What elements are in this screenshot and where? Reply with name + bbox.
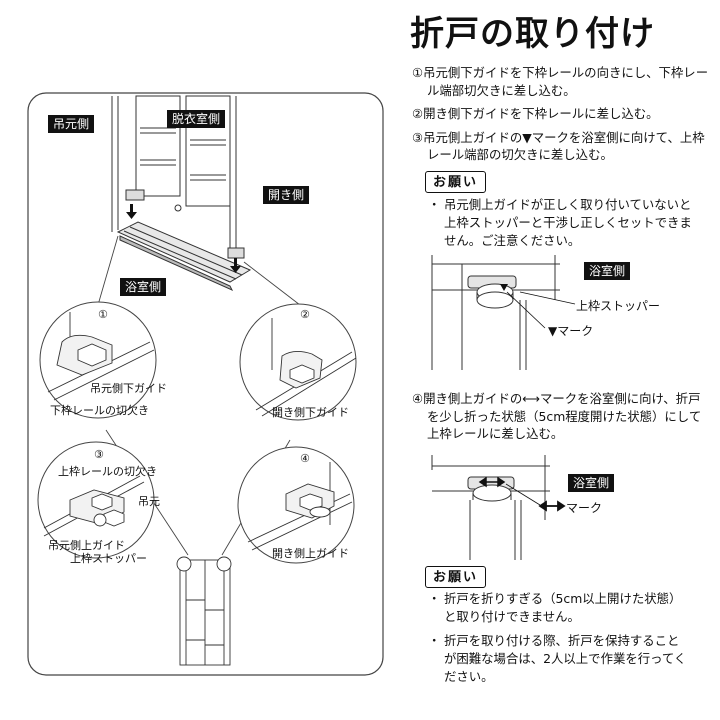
step-4: ④開き側上ガイドの⟷マークを浴室側に向け、折戸を少し折った状態（5cm程度開けた…	[412, 391, 702, 441]
c1-guide-label: 吊元側下ガイド	[90, 382, 167, 395]
c4-guide-label: 開き側上ガイド	[272, 547, 349, 560]
detail-2-side-label: 浴室側	[568, 474, 615, 492]
notice-1-bullet: 吊元側上ガイドが正しく取り付いていないと上枠ストッパーと干渉し正しくセットできま…	[428, 196, 700, 250]
circle-4-number: ④	[300, 452, 310, 465]
step-list: ①吊元側下ガイドを下枠レールの向きにし、下枠レール端部切欠きに差し込む。 ②開き…	[412, 64, 712, 170]
page-title: 折戸の取り付け	[410, 14, 655, 54]
notice-label-2: お願い	[425, 566, 487, 588]
label-hiraki-side: 開き側	[263, 186, 310, 204]
label-yokushitsu-side: 浴室側	[120, 278, 167, 296]
notice-label: お願い	[425, 171, 487, 193]
step-list-2: ④開き側上ガイドの⟷マークを浴室側に向け、折戸を少し折った状態（5cm程度開けた…	[412, 390, 712, 449]
detail-1-stopper-label: 上枠ストッパー	[576, 299, 661, 313]
c3-notch-label: 上枠レールの切欠き	[58, 465, 157, 478]
notice-2-bullet-1: 折戸を折りすぎる（5cm以上開けた状態）と取り付けできません。	[428, 590, 690, 626]
c1-notch-label: 下枠レールの切欠き	[50, 404, 149, 417]
step-2: ②開き側下ガイドを下枠レールに差し込む。	[412, 106, 659, 121]
detail-1-mark-label: ▼マーク	[548, 324, 594, 338]
circle-3-number: ③	[94, 448, 104, 461]
notice-2-bullet-2: 折戸を取り付ける際、折戸を保持することが困難な場合は、2人以上で作業を行ってくだ…	[428, 632, 690, 686]
step-3: ③吊元側上ガイドの▼マークを浴室側に向けて、上枠レール端部の切欠きに差し込む。	[412, 129, 705, 163]
c3-tsurimoto-label: 吊元	[138, 495, 160, 508]
notice-1: 吊元側上ガイドが正しく取り付いていないと上枠ストッパーと干渉し正しくセットできま…	[428, 196, 700, 256]
detail-1-side-label: 浴室側	[584, 262, 631, 280]
notice-2: 折戸を折りすぎる（5cm以上開けた状態）と取り付けできません。 折戸を取り付ける…	[428, 590, 690, 692]
label-datsui-side: 脱衣室側	[167, 110, 226, 128]
c3-stopper-label: 上枠ストッパー	[70, 552, 147, 565]
step-1: ①吊元側下ガイドを下枠レールの向きにし、下枠レール端部切欠きに差し込む。	[412, 65, 709, 98]
circle-1-number: ①	[98, 308, 108, 321]
c3-guide-label: 吊元側上ガイド	[48, 539, 125, 552]
circle-2-number: ②	[300, 308, 310, 321]
detail-2-mark-label: マーク	[566, 501, 603, 515]
label-tsurimoto-side: 吊元側	[48, 115, 95, 133]
c2-guide-label: 開き側下ガイド	[272, 406, 349, 419]
